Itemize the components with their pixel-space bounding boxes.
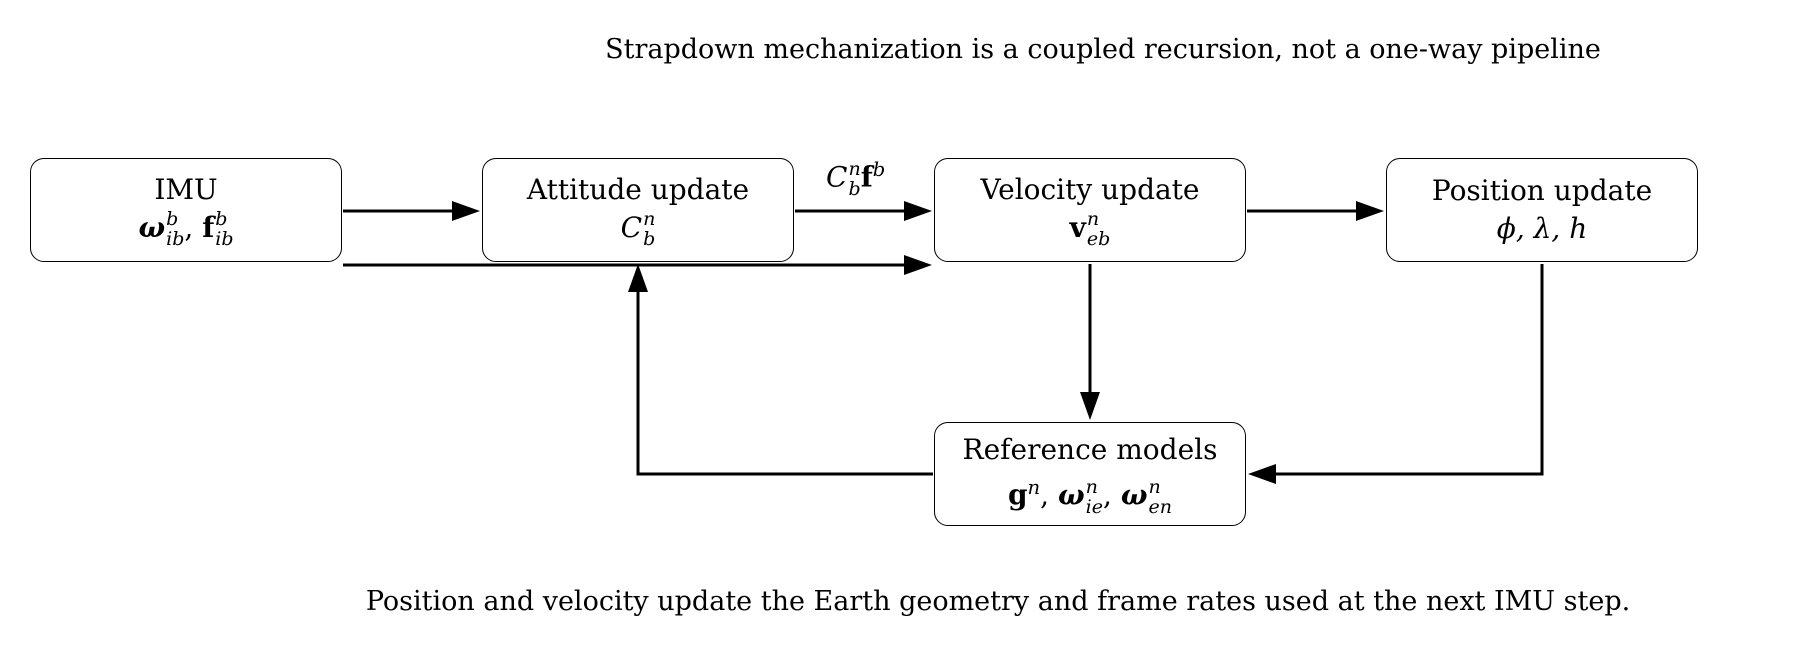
arrow-attitude-to-velocity [795, 201, 932, 221]
arrow-imu-to-velocity [343, 255, 932, 275]
node-attitude-label: Attitude update [526, 172, 750, 206]
arrow-velocity-to-reference [1080, 264, 1100, 420]
arrow-reference-to-attitude [628, 264, 933, 476]
node-position-update: Position update ϕ, λ, h [1386, 158, 1698, 262]
diagram-title: Strapdown mechanization is a coupled rec… [605, 34, 1601, 65]
node-imu-label: IMU [154, 172, 218, 206]
node-position-label: Position update [1431, 174, 1653, 207]
node-reference-label: Reference models [962, 433, 1218, 467]
arrow-velocity-to-position [1247, 201, 1384, 221]
arrow-position-to-reference [1248, 264, 1544, 484]
node-position-vars: ϕ, λ, h [1496, 212, 1588, 245]
arrow-imu-to-attitude [343, 201, 480, 221]
diagram-caption: Position and velocity update the Earth g… [365, 586, 1631, 617]
node-velocity-label: Velocity update [980, 172, 1200, 206]
